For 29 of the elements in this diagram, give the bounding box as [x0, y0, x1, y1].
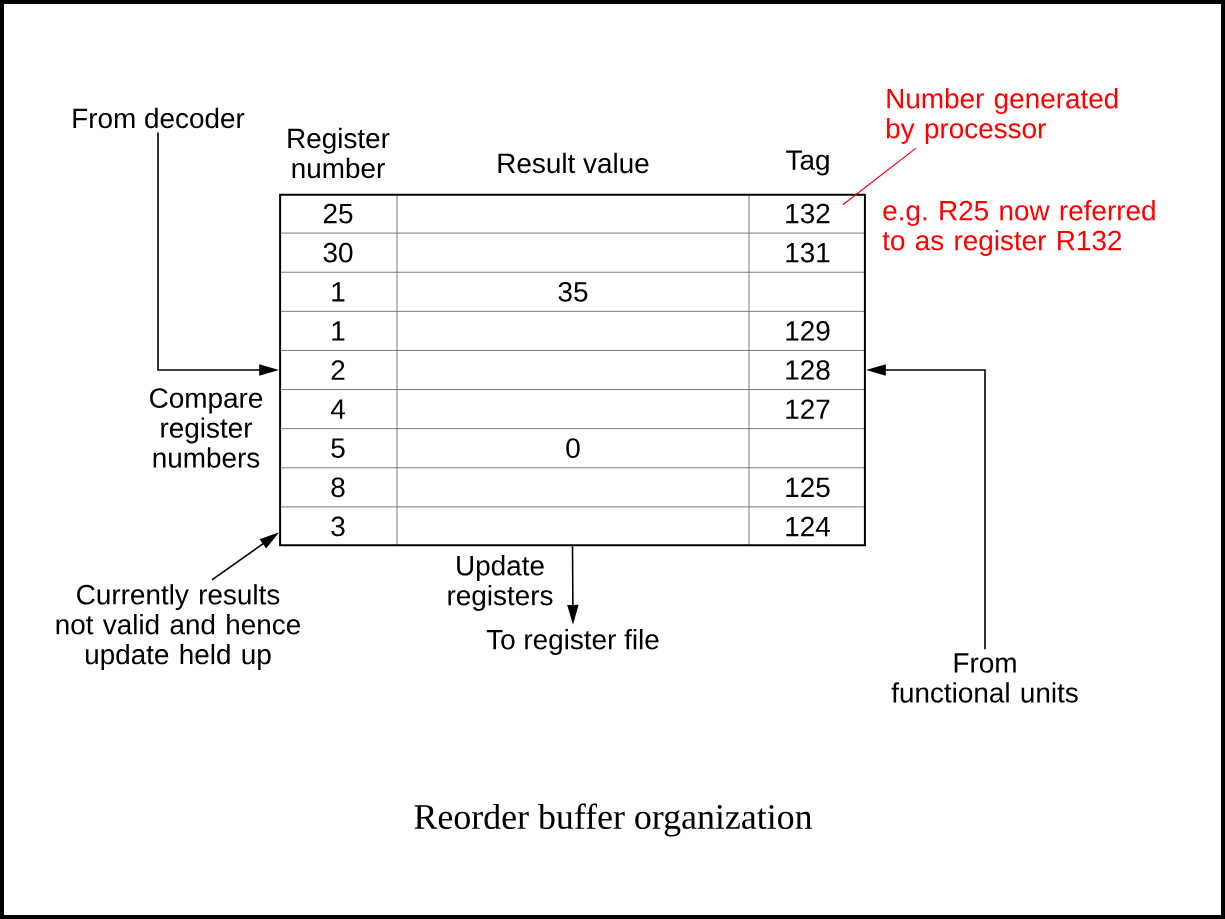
tag-value: 132 — [786, 203, 830, 224]
note-text: Currently results not valid and hence update held up — [56, 584, 300, 670]
result-value: 35 — [558, 281, 588, 302]
register-number: 4 — [330, 399, 345, 419]
register-number: 2 — [331, 360, 345, 380]
caption: Reorder buffer organization — [414, 803, 813, 837]
annotation-text: e.g. R25 now referred to as register R132 — [882, 200, 1155, 256]
annotation-text: Number generated by processor — [887, 88, 1118, 144]
tag-value: 125 — [786, 477, 830, 498]
reorder-buffer-table — [279, 193, 866, 547]
register-number: 30 — [323, 242, 353, 263]
register-number: 8 — [331, 477, 345, 498]
register-number: 3 — [331, 516, 345, 537]
leader-line — [842, 147, 917, 206]
tag-value: 124 — [786, 516, 830, 537]
destination-label: To register file — [486, 629, 659, 655]
tag-value: 131 — [786, 242, 830, 263]
register-number: 1 — [332, 321, 345, 341]
source-label: From decoder — [73, 107, 245, 129]
tag-value: 128 — [786, 360, 830, 380]
tag-value: 127 — [786, 399, 830, 419]
side-note: Compare register numbers — [150, 388, 263, 468]
register-number: 1 — [332, 282, 345, 302]
tag-value: 129 — [786, 321, 830, 341]
edge-label: Update registers — [443, 554, 557, 612]
source-label: From functional units — [891, 653, 1078, 703]
register-number: 25 — [323, 203, 353, 224]
register-number: 5 — [331, 438, 345, 458]
result-value: 0 — [566, 438, 580, 459]
